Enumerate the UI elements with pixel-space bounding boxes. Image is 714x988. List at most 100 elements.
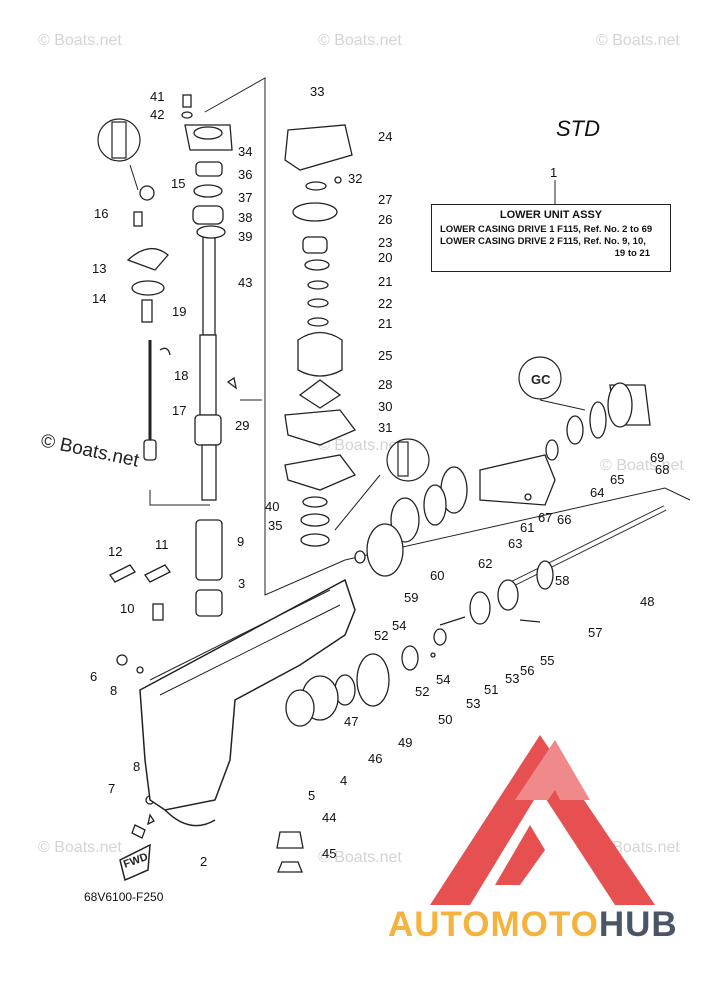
callout-number: 3 — [238, 576, 245, 591]
callout-number: 52 — [415, 684, 429, 699]
callout-number: 35 — [268, 518, 282, 533]
callout-number: 28 — [378, 377, 392, 392]
callout-number: 17 — [172, 403, 186, 418]
callout-number: 60 — [430, 568, 444, 583]
spec-line-3: 19 to 21 — [614, 248, 650, 259]
callout-number: 19 — [172, 304, 186, 319]
callout-number: 43 — [238, 275, 252, 290]
watermark: © Boats.net — [318, 32, 402, 49]
callout-number: 8 — [110, 683, 117, 698]
watermark: © Boats.net — [600, 457, 684, 474]
callout-number: 53 — [505, 671, 519, 686]
diagram-code: 68V6100-F250 — [84, 890, 164, 904]
callout-number: 8 — [133, 759, 140, 774]
callout-number: 49 — [398, 735, 412, 750]
callout-number: 55 — [540, 653, 554, 668]
callout-number: 15 — [171, 176, 185, 191]
callout-number: 9 — [237, 534, 244, 549]
callout-number: 48 — [640, 594, 654, 609]
callout-number: 56 — [520, 663, 534, 678]
callout-number: 7 — [108, 781, 115, 796]
callout-number: 54 — [436, 672, 450, 687]
spec-box: LOWER UNIT ASSY LOWER CASING DRIVE 1 F11… — [431, 204, 671, 272]
callout-number: 34 — [238, 144, 252, 159]
callout-number: 64 — [590, 485, 604, 500]
callout-number: 66 — [557, 512, 571, 527]
callout-number: 51 — [484, 682, 498, 697]
watermark: © Boats.net — [38, 839, 122, 856]
detail-callouts: GC — [97, 118, 562, 482]
callout-numbers: 2345678891011121314151617181920212122232… — [90, 84, 669, 869]
callout-number: 44 — [322, 810, 336, 825]
callout-number: 36 — [238, 167, 252, 182]
callout-number: 25 — [378, 348, 392, 363]
callout-number: 65 — [610, 472, 624, 487]
brand-logo-icon — [430, 735, 655, 905]
callout-number: 27 — [378, 192, 392, 207]
callout-number: 41 — [150, 89, 164, 104]
callout-number: 16 — [94, 206, 108, 221]
callout-number: 69 — [650, 450, 664, 465]
callout-number: 32 — [348, 171, 362, 186]
callout-number: 26 — [378, 212, 392, 227]
watermark-large: © Boats.net — [39, 430, 141, 471]
brand-part-2: HUB — [598, 905, 678, 944]
brand-part-1: AUTOMOTO — [388, 905, 599, 944]
callout-number: 21 — [378, 274, 392, 289]
callout-number: 14 — [92, 291, 106, 306]
callout-number: 20 — [378, 250, 392, 265]
callout-number: 37 — [238, 190, 252, 205]
lower-casing — [119, 578, 356, 882]
callout-number: 38 — [238, 210, 252, 225]
callout-number: 30 — [378, 399, 392, 414]
callout-number: 4 — [340, 773, 347, 788]
gear-assembly — [276, 382, 667, 873]
drive-shaft — [194, 234, 222, 501]
callout-number: 59 — [404, 590, 418, 605]
callout-number: 40 — [265, 499, 279, 514]
callout-number: 24 — [378, 129, 392, 144]
callout-number: 54 — [392, 618, 406, 633]
std-label: STD — [556, 116, 600, 141]
callout-number: 39 — [238, 229, 252, 244]
callout-number: 6 — [90, 669, 97, 684]
callout-number: 12 — [108, 544, 122, 559]
callout-number: 33 — [310, 84, 324, 99]
callout-number: 22 — [378, 296, 392, 311]
brand-wordmark: AUTOMOTOHUB — [388, 905, 678, 945]
callout-number: 57 — [588, 625, 602, 640]
callout-number: 11 — [155, 537, 169, 552]
spec-title: LOWER UNIT ASSY — [499, 209, 603, 221]
svg-text:GC: GC — [531, 372, 551, 387]
callout-number: 18 — [174, 368, 188, 383]
callout-number: 61 — [520, 520, 534, 535]
spec-ref-number: 1 — [550, 165, 558, 180]
watermark: © Boats.net — [596, 32, 680, 49]
guide-lines — [129, 77, 691, 596]
callout-number: 21 — [378, 316, 392, 331]
callout-number: 31 — [378, 420, 392, 435]
callout-number: 67 — [538, 510, 552, 525]
callout-number: 2 — [200, 854, 207, 869]
callout-number: 47 — [344, 714, 358, 729]
spec-line-2: LOWER CASING DRIVE 2 F115, Ref. No. 9, 1… — [440, 236, 646, 247]
pump-parts — [184, 124, 357, 547]
callout-number: 62 — [478, 556, 492, 571]
callout-number: 45 — [322, 846, 336, 861]
callout-number: 5 — [308, 788, 315, 803]
callout-number: 63 — [508, 536, 522, 551]
callout-number: 29 — [235, 418, 249, 433]
watermarks: © Boats.net © Boats.net © Boats.net © Bo… — [38, 32, 684, 866]
callout-number: 53 — [466, 696, 480, 711]
callout-number: 58 — [555, 573, 569, 588]
callout-number: 13 — [92, 261, 106, 276]
spec-line-1: LOWER CASING DRIVE 1 F115, Ref. No. 2 to… — [440, 224, 653, 235]
callout-number: 42 — [150, 107, 164, 122]
callout-number: 23 — [378, 235, 392, 250]
callout-number: 50 — [438, 712, 452, 727]
callout-number: 10 — [120, 601, 134, 616]
watermark: © Boats.net — [318, 849, 402, 866]
callout-number: 52 — [374, 628, 388, 643]
watermark: © Boats.net — [318, 437, 402, 454]
